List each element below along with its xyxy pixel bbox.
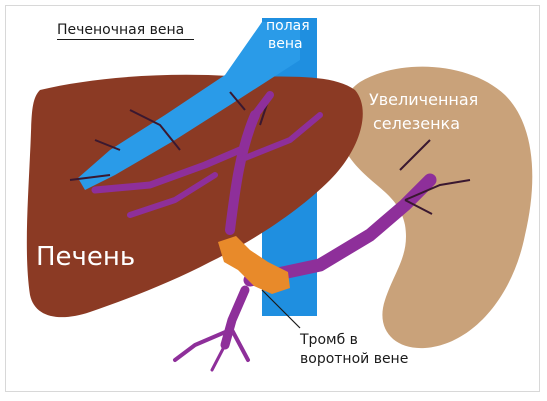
vena-cava-label-line2: вена	[268, 37, 303, 52]
thrombus-label-line2: воротной вене	[300, 352, 408, 367]
thrombus-label-line1: Тромб в	[300, 333, 358, 348]
spleen-label-line1: Увеличенная	[369, 92, 478, 109]
spleen-label-line2: селезенка	[373, 116, 460, 133]
hepatic-vein-label: Печеночная вена	[57, 23, 194, 40]
liver-label: Печень	[36, 244, 135, 271]
vena-cava-label-line1: полая	[266, 19, 310, 34]
